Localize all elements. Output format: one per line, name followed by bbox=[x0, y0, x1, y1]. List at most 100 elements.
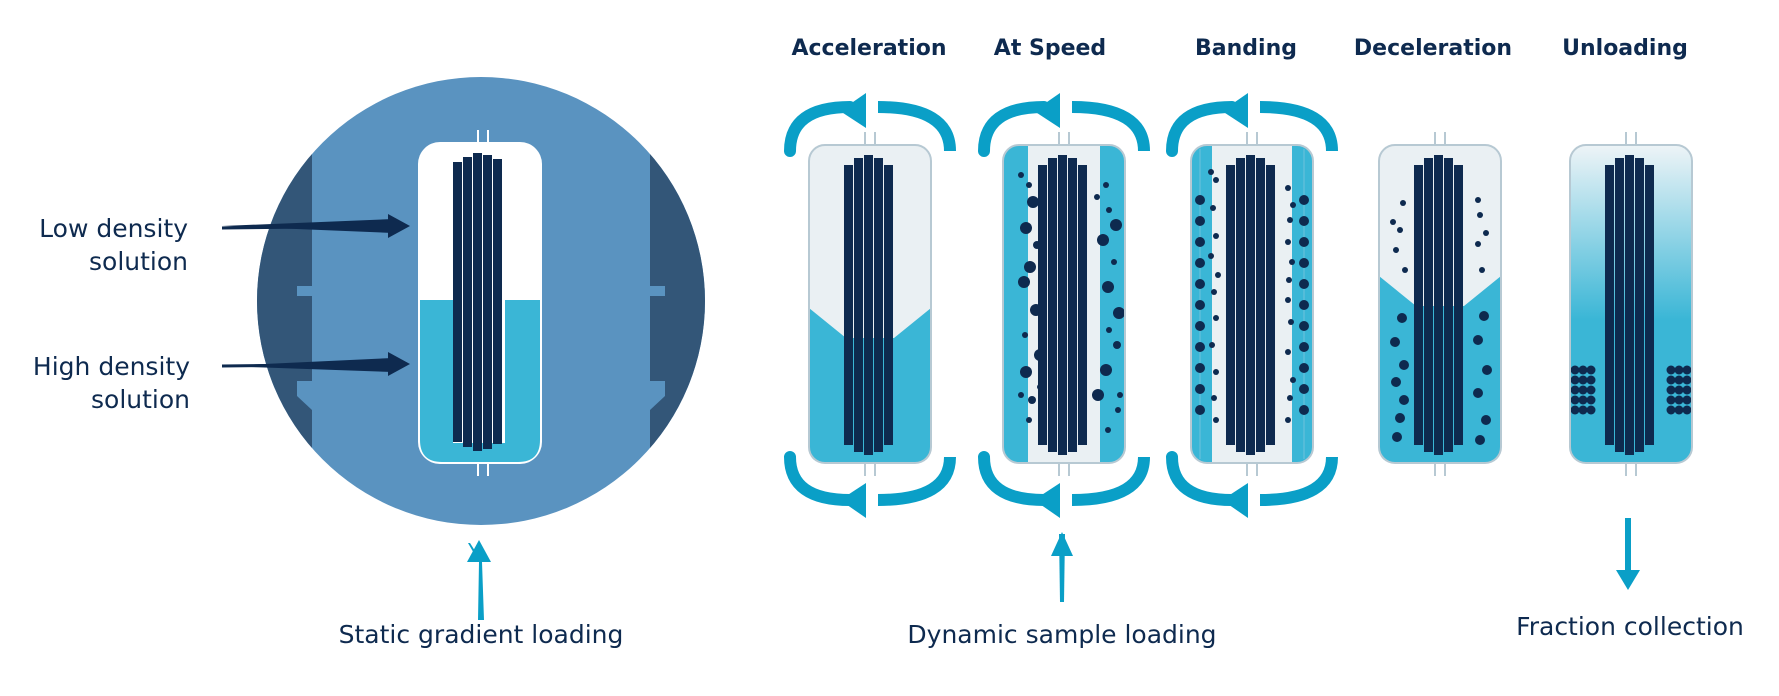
particle bbox=[1570, 375, 1580, 385]
particle bbox=[1195, 300, 1205, 310]
particle bbox=[1213, 315, 1219, 321]
inner-core-rod bbox=[1434, 155, 1443, 455]
tube-outline bbox=[1190, 144, 1314, 464]
high-density-line2: solution bbox=[91, 385, 190, 414]
inner-core-rod bbox=[1615, 158, 1624, 452]
tube-outline bbox=[1378, 144, 1502, 464]
stage-title-at-speed: At Speed bbox=[993, 36, 1107, 61]
particle bbox=[1195, 342, 1205, 352]
particle bbox=[1290, 377, 1296, 383]
particle bbox=[1024, 261, 1036, 273]
inner-core-rod bbox=[1226, 165, 1235, 445]
rotation-arrowhead bbox=[1034, 483, 1060, 518]
rotation-arrow bbox=[784, 93, 956, 518]
particle bbox=[1290, 202, 1296, 208]
particle bbox=[1578, 405, 1588, 415]
particle bbox=[1287, 395, 1293, 401]
particle bbox=[1399, 395, 1409, 405]
high-density-line1: High density bbox=[32, 352, 190, 381]
inner-core-rod bbox=[854, 158, 863, 452]
particle bbox=[1213, 369, 1219, 375]
particle bbox=[1666, 395, 1676, 405]
rotation-arrowhead bbox=[840, 93, 866, 128]
inner-core-rod bbox=[1256, 158, 1265, 452]
particle bbox=[1674, 385, 1684, 395]
particle bbox=[1018, 276, 1030, 288]
inner-core-rod bbox=[1048, 158, 1057, 452]
inner-core-rod bbox=[1444, 158, 1453, 452]
particle bbox=[1399, 360, 1409, 370]
particle bbox=[1195, 237, 1205, 247]
low-density-label: Low density solution bbox=[20, 212, 188, 278]
particle bbox=[1030, 304, 1042, 316]
particle bbox=[1578, 365, 1588, 375]
particle bbox=[1285, 239, 1291, 245]
rotation-arc bbox=[1166, 451, 1238, 506]
particle bbox=[1285, 417, 1291, 423]
inner-core-rod bbox=[1645, 165, 1654, 445]
particle bbox=[1299, 237, 1309, 247]
inner-core-rod bbox=[884, 165, 893, 445]
particle bbox=[1666, 365, 1676, 375]
particle bbox=[1195, 405, 1205, 415]
particle bbox=[1287, 217, 1293, 223]
particle bbox=[1393, 247, 1399, 253]
particle bbox=[1473, 388, 1483, 398]
particle bbox=[1682, 405, 1692, 415]
particle bbox=[1110, 219, 1122, 231]
particle bbox=[1213, 177, 1219, 183]
particle bbox=[1475, 241, 1481, 247]
rotation-arrowhead bbox=[840, 483, 866, 518]
particle bbox=[1288, 319, 1294, 325]
particle bbox=[1213, 233, 1219, 239]
particle bbox=[1210, 205, 1216, 211]
particle bbox=[1299, 321, 1309, 331]
inner-core-rod bbox=[1236, 158, 1245, 452]
particle bbox=[1570, 405, 1580, 415]
tube-deceleration bbox=[1378, 132, 1502, 476]
particle bbox=[1586, 385, 1596, 395]
rotation-arrow bbox=[1166, 93, 1338, 518]
particle bbox=[1483, 230, 1489, 236]
particle bbox=[1475, 435, 1485, 445]
particle bbox=[1299, 405, 1309, 415]
inner-core-rod bbox=[1266, 165, 1275, 445]
rotation-arrowhead bbox=[1034, 93, 1060, 128]
particle bbox=[1208, 253, 1214, 259]
rotation-arc bbox=[784, 101, 856, 157]
particle bbox=[1026, 417, 1032, 423]
static-loading-arrow bbox=[467, 540, 491, 620]
particle bbox=[1578, 395, 1588, 405]
particle bbox=[1390, 219, 1396, 225]
inner-core-rod bbox=[864, 155, 873, 455]
particle bbox=[1400, 200, 1406, 206]
particle bbox=[1578, 375, 1588, 385]
particle bbox=[1666, 375, 1676, 385]
particle bbox=[1682, 365, 1692, 375]
rotation-arc bbox=[978, 451, 1050, 506]
particle bbox=[1286, 277, 1292, 283]
particle bbox=[1299, 195, 1309, 205]
tube-banding bbox=[1190, 132, 1314, 476]
particle bbox=[1037, 384, 1043, 390]
particle bbox=[1106, 207, 1112, 213]
particle bbox=[1395, 413, 1405, 423]
tube-outline bbox=[1569, 144, 1693, 464]
particle bbox=[1397, 313, 1407, 323]
particle bbox=[1285, 349, 1291, 355]
fraction-collection-arrow bbox=[1616, 518, 1640, 590]
rotation-arc bbox=[1071, 456, 1150, 506]
stage-title-acceleration: Acceleration bbox=[791, 36, 947, 61]
inner-core-rod bbox=[1038, 165, 1047, 445]
particle bbox=[1390, 337, 1400, 347]
particle bbox=[1211, 395, 1217, 401]
dynamic-loading-arrow bbox=[1051, 532, 1073, 602]
rotation-arc bbox=[1071, 101, 1150, 152]
inner-core-rod bbox=[1424, 158, 1433, 452]
low-density-line2: solution bbox=[89, 247, 188, 276]
rotor-cross-section bbox=[221, 77, 705, 525]
inner-core-rod bbox=[1625, 155, 1634, 455]
particle bbox=[1213, 417, 1219, 423]
particle bbox=[1397, 227, 1403, 233]
